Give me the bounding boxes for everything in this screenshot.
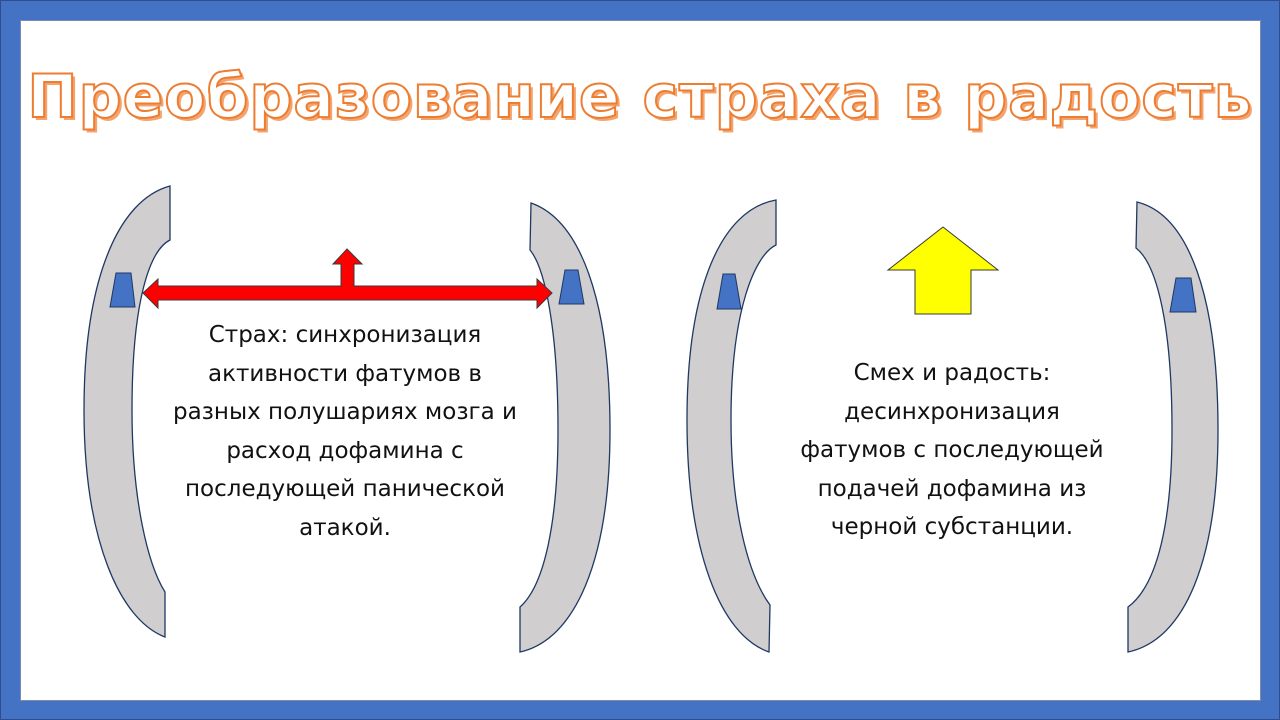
receptor-icon bbox=[558, 269, 585, 305]
caption-line: активности фатумов в bbox=[208, 360, 482, 387]
receptor-icon bbox=[1169, 277, 1197, 313]
caption-line: десинхронизация bbox=[844, 398, 1060, 425]
caption-line: расход дофамина с bbox=[226, 437, 464, 464]
caption-line: черной субстанции. bbox=[830, 514, 1074, 540]
right-hemisphere-arc-left bbox=[686, 199, 777, 653]
left-hemisphere-arc-right bbox=[519, 202, 611, 653]
caption-line: Страх: синхронизация bbox=[208, 322, 482, 348]
joy-caption: Смех и радость: десинхронизация фатумов … bbox=[752, 354, 1152, 547]
left-hemisphere-arc-left bbox=[83, 185, 171, 638]
caption-line: фатумов с последующей bbox=[800, 437, 1104, 463]
right-hemisphere-arc-right bbox=[1127, 201, 1219, 653]
caption-line: Смех и радость: bbox=[853, 360, 1051, 386]
caption-line: последующей панической bbox=[185, 476, 505, 502]
joy-up-arrow bbox=[886, 226, 1000, 315]
caption-line: атакой. bbox=[299, 514, 391, 541]
caption-line: подачей дофамина из bbox=[817, 475, 1087, 502]
fear-sync-arrow bbox=[142, 248, 553, 310]
receptor-icon bbox=[716, 273, 742, 310]
slide-canvas bbox=[20, 20, 1261, 701]
fear-caption: Страх: синхронизация активности фатумов … bbox=[145, 316, 545, 547]
receptor-icon bbox=[109, 272, 136, 308]
caption-line: разных полушариях мозга и bbox=[172, 399, 517, 425]
slide-title: Преобразование страха в радость bbox=[26, 61, 1253, 133]
